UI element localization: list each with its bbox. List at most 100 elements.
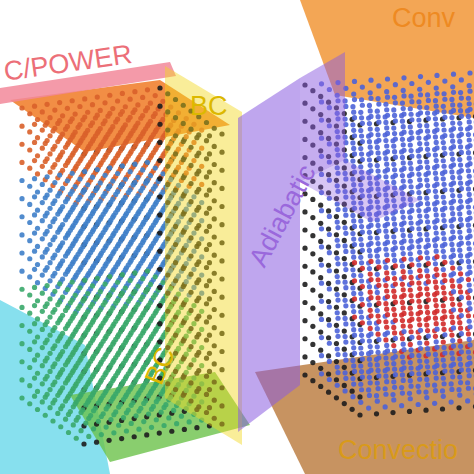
- lattice-dot: [35, 298, 40, 303]
- lattice-dot: [126, 407, 131, 412]
- lattice-dot: [90, 247, 95, 252]
- lattice-dot: [73, 329, 78, 334]
- lattice-dot: [32, 394, 37, 399]
- lattice-dot: [157, 285, 162, 290]
- lattice-dot: [98, 198, 103, 203]
- lattice-dot: [135, 175, 140, 180]
- lattice-dot: [35, 280, 40, 285]
- lattice-dot: [90, 193, 95, 198]
- lattice-dot: [40, 164, 45, 169]
- lattice-dot: [123, 285, 128, 290]
- lattice-dot: [82, 259, 87, 264]
- lattice-dot: [65, 287, 70, 292]
- lattice-dot: [85, 327, 90, 332]
- lattice-dot: [140, 240, 145, 245]
- lattice-dot: [66, 430, 71, 435]
- lattice-dot: [140, 185, 145, 190]
- lattice-dot: [35, 171, 40, 176]
- lattice-dot: [63, 417, 68, 422]
- lattice-dot: [57, 154, 62, 159]
- lattice-dot: [132, 125, 137, 130]
- lattice-dot: [90, 283, 95, 288]
- lattice-dot: [73, 311, 78, 316]
- lattice-dot: [157, 176, 162, 181]
- lattice-dot: [60, 204, 65, 209]
- lattice-dot: [140, 294, 145, 299]
- lattice-dot: [148, 137, 153, 142]
- lattice-dot: [32, 375, 37, 380]
- lattice-dot: [44, 156, 49, 161]
- lattice-dot: [82, 96, 87, 101]
- lattice-dot: [135, 320, 140, 325]
- lattice-dot: [98, 217, 103, 222]
- lattice-dot: [148, 336, 153, 341]
- lattice-dot: [157, 303, 162, 308]
- lattice-dot: [107, 93, 112, 98]
- lattice-dot: [110, 287, 115, 292]
- lattice-dot: [102, 155, 107, 160]
- lattice-dot: [19, 305, 24, 310]
- lattice-dot: [47, 206, 52, 211]
- lattice-dot: [32, 230, 37, 235]
- lattice-dot: [102, 390, 107, 395]
- lattice-dot: [82, 278, 87, 283]
- lattice-dot: [85, 400, 90, 405]
- lattice-dot: [47, 405, 52, 410]
- lattice-dot: [140, 131, 145, 136]
- lattice-dot: [145, 305, 150, 310]
- lattice-dot: [120, 127, 125, 132]
- lattice-dot: [95, 294, 100, 299]
- lattice-dot: [52, 126, 57, 131]
- lattice-dot: [40, 182, 45, 187]
- lattice-dot: [102, 318, 107, 323]
- lattice-dot: [145, 268, 150, 273]
- lattice-dot: [116, 423, 121, 428]
- lattice-dot: [135, 247, 140, 252]
- lattice-dot: [77, 358, 82, 363]
- lattice-dot: [65, 251, 70, 256]
- lattice-dot: [60, 168, 65, 173]
- lattice-dot: [135, 284, 140, 289]
- lattice-dot: [44, 265, 49, 270]
- lattice-dot: [85, 382, 90, 387]
- lattice-dot: [73, 293, 78, 298]
- lattice-dot: [128, 97, 133, 102]
- lattice-dot: [132, 216, 137, 221]
- lattice-dot: [77, 195, 82, 200]
- lattice-dot: [40, 146, 45, 151]
- lattice-dot: [101, 411, 106, 416]
- lattice-dot: [90, 374, 95, 379]
- lattice-dot: [77, 249, 82, 254]
- lattice-dot: [27, 347, 32, 352]
- lattice-dot: [138, 406, 143, 411]
- lattice-dot: [148, 191, 153, 196]
- lattice-dot: [123, 122, 128, 127]
- lattice-dot: [110, 142, 115, 147]
- lattice-dot: [85, 128, 90, 133]
- lattice-dot: [473, 132, 474, 137]
- lattice-dot: [132, 107, 137, 112]
- lattice-dot: [85, 291, 90, 296]
- lattice-dot: [73, 148, 78, 153]
- lattice-dot: [85, 255, 90, 260]
- lattice-dot: [77, 321, 82, 326]
- lattice-dot: [82, 151, 87, 156]
- lattice-dot: [107, 220, 112, 225]
- lattice-dot: [120, 272, 125, 277]
- lattice-dot: [145, 123, 150, 128]
- lattice-dot: [73, 256, 78, 261]
- lattice-dot: [140, 204, 145, 209]
- lattice-dot: [90, 265, 95, 270]
- lattice-dot: [98, 307, 103, 312]
- lattice-dot: [70, 298, 75, 303]
- lattice-dot: [35, 389, 40, 394]
- lattice-dot: [107, 346, 112, 351]
- lattice-dot: [110, 360, 115, 365]
- lattice-dot: [70, 116, 75, 121]
- lattice-dot: [70, 207, 75, 212]
- lattice-dot: [135, 302, 140, 307]
- lattice-dot: [78, 428, 83, 433]
- lattice-dot: [90, 392, 95, 397]
- lattice-dot: [146, 411, 151, 416]
- lattice-dot: [128, 350, 133, 355]
